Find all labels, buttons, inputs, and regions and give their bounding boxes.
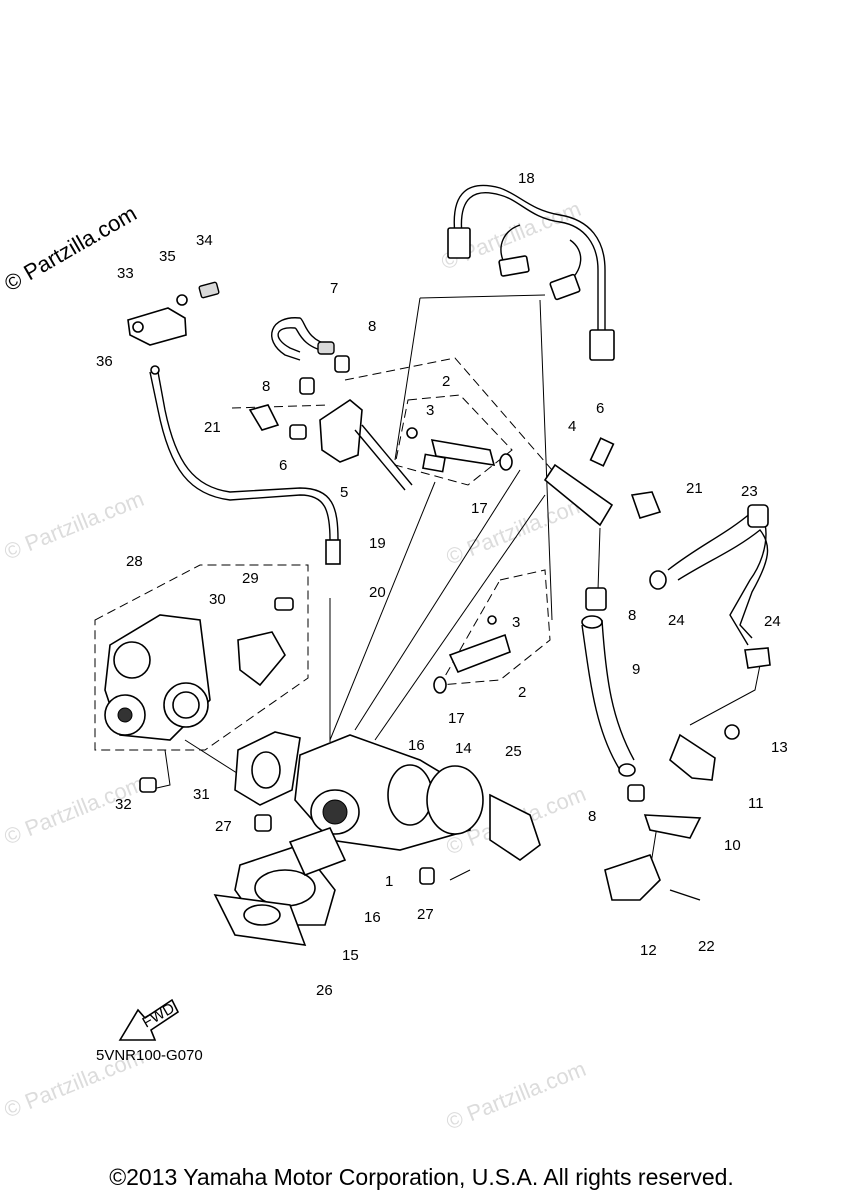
callout-3: 3	[512, 614, 520, 631]
dashed-group-outlines	[94, 357, 553, 751]
callout-25: 25	[505, 743, 522, 760]
callout-19: 19	[369, 535, 386, 552]
callout-2: 2	[442, 373, 450, 390]
callout-16: 16	[364, 909, 381, 926]
callout-8: 8	[628, 607, 636, 624]
part-callouts: 1 2 2 3 3 4 5 6 6 7 8 8 8 8 9 10 11 12 1…	[96, 170, 788, 999]
callout-1: 1	[385, 873, 393, 890]
watermark-layer: © Partzilla.com © Partzilla.com © Partzi…	[0, 196, 589, 1135]
callout-31: 31	[193, 786, 210, 803]
diagram-code: 5VNR100-G070	[96, 1047, 203, 1064]
callout-28: 28	[126, 553, 143, 570]
callout-16: 16	[408, 737, 425, 754]
idle-control-valve	[604, 724, 740, 901]
callout-3: 3	[426, 402, 434, 419]
callout-18: 18	[518, 170, 535, 187]
callout-20: 20	[369, 584, 386, 601]
callout-23: 23	[741, 483, 758, 500]
callout-2: 2	[518, 684, 526, 701]
callout-5: 5	[340, 484, 348, 501]
callout-8: 8	[368, 318, 376, 335]
callout-32: 32	[115, 796, 132, 813]
vacuum-pipe	[149, 371, 341, 565]
callout-11: 11	[748, 795, 764, 812]
callout-12: 12	[640, 942, 657, 959]
callout-8: 8	[588, 808, 596, 825]
callout-17: 17	[448, 710, 465, 727]
callout-6: 6	[279, 457, 287, 474]
callout-33: 33	[117, 265, 134, 282]
callout-36: 36	[96, 353, 113, 370]
fwd-arrow: FWD	[118, 998, 180, 1041]
callout-4: 4	[568, 418, 576, 435]
callout-8: 8	[262, 378, 270, 395]
wire-harness	[447, 184, 615, 361]
callout-7: 7	[330, 280, 338, 297]
hose-clips	[248, 404, 662, 519]
elbow-hose	[649, 504, 771, 669]
throttle-body-main	[234, 731, 541, 861]
callout-13: 13	[771, 739, 788, 756]
callout-24: 24	[764, 613, 781, 630]
callout-27: 27	[215, 818, 232, 835]
callout-34: 34	[196, 232, 213, 249]
copyright-notice: ©2013 Yamaha Motor Corporation, U.S.A. A…	[109, 1164, 734, 1190]
callout-27: 27	[417, 906, 434, 923]
callout-15: 15	[342, 947, 359, 964]
callout-6: 6	[596, 400, 604, 417]
intake-joint-lower	[213, 814, 435, 946]
fuel-pipe-joint	[289, 355, 413, 491]
callout-35: 35	[159, 248, 176, 265]
fuel-injector-upper	[406, 427, 513, 473]
callout-24: 24	[668, 612, 685, 629]
callout-14: 14	[455, 740, 472, 757]
callout-10: 10	[724, 837, 741, 854]
fuel-injector-lower	[433, 615, 511, 694]
throttle-body-assembly	[104, 597, 294, 793]
fuel-rail-right	[543, 437, 615, 611]
callout-17: 17	[471, 500, 488, 517]
callout-9: 9	[632, 661, 640, 678]
sensor-bracket	[127, 281, 220, 375]
callout-30: 30	[209, 591, 226, 608]
callout-22: 22	[698, 938, 715, 955]
u-hose	[271, 317, 335, 361]
callout-21: 21	[686, 480, 703, 497]
fuel-hose	[581, 615, 636, 777]
callout-21: 21	[204, 419, 221, 436]
callout-29: 29	[242, 570, 259, 587]
exploded-parts-diagram: © Partzilla.com © Partzilla.com © Partzi…	[0, 170, 788, 1135]
callout-26: 26	[316, 982, 333, 999]
watermark-faint: © Partzilla.com	[443, 1056, 590, 1135]
